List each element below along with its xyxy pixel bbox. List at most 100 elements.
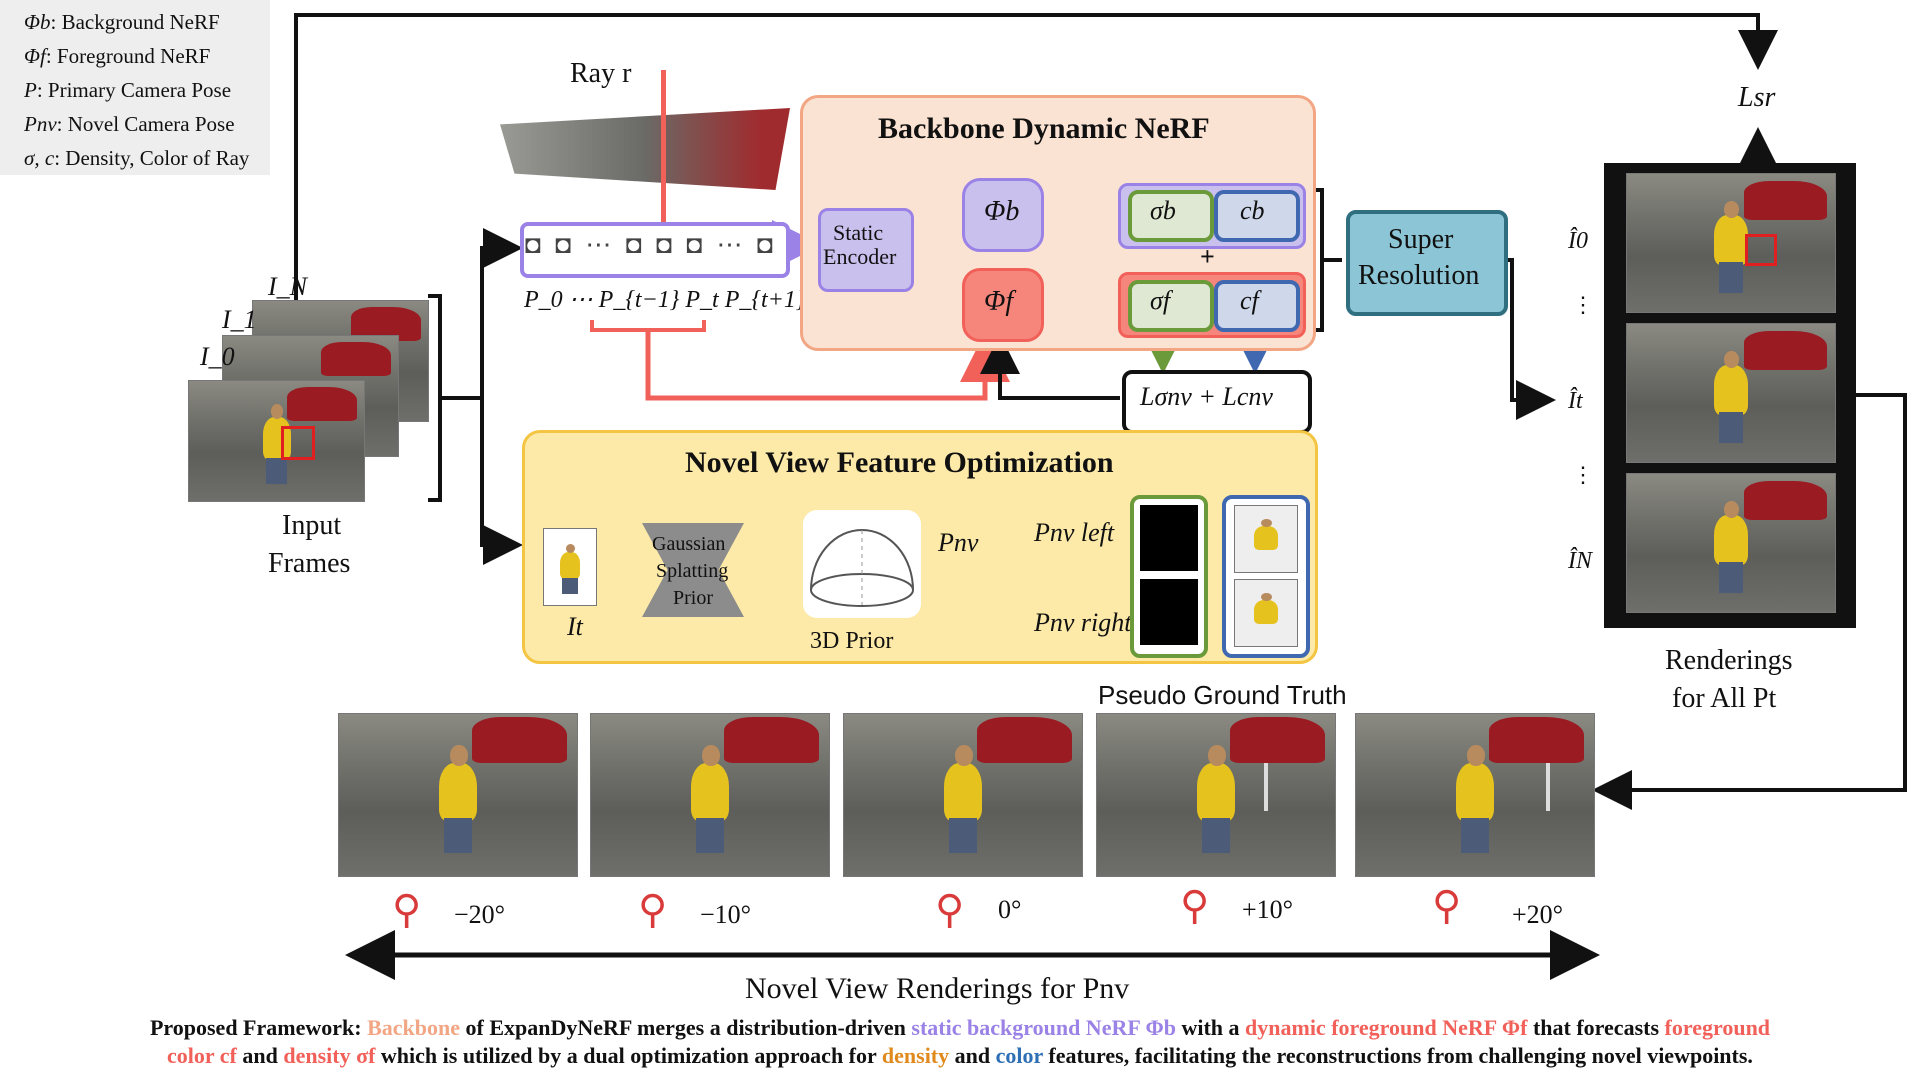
mask-left-image: [1140, 505, 1198, 571]
footer-segment: features, facilitating the reconstructio…: [1042, 1043, 1753, 1068]
rendering-label-0: Î0: [1568, 228, 1588, 254]
legend-panel: Φb: Background NeRF Φf: Foreground NeRF …: [0, 0, 270, 175]
novel-view-zero: [843, 713, 1083, 877]
camera-icon-zero: ⚲: [935, 887, 965, 932]
phi-f-label: Φf: [984, 286, 1014, 317]
rendering-label-vdots-1: ⋮: [1572, 292, 1594, 317]
footer-line-1: Proposed Framework: Backbone of ExpanDyN…: [0, 1015, 1920, 1041]
angle-plus20: +20°: [1512, 900, 1564, 929]
c-b-box: [1214, 190, 1300, 242]
sigma-f-label: σf: [1150, 286, 1171, 315]
3d-prior-box: [803, 510, 921, 618]
novel-view-plus20: [1355, 713, 1595, 877]
input-caption-line1: Input: [282, 510, 342, 541]
renderings-caption-line2: for All Pt: [1672, 683, 1777, 714]
footer-line-2: color cf and density σf which is utilize…: [0, 1043, 1920, 1069]
it-label: It: [567, 612, 583, 641]
it-image: [543, 528, 597, 606]
camera-icon-minus10: ⚲: [638, 887, 668, 932]
legend-item-p: P: Primary Camera Pose: [24, 78, 232, 102]
renderings-film-strip: [1604, 163, 1856, 628]
ray-label: Ray r: [570, 58, 632, 89]
footer-segment: Backbone: [367, 1015, 460, 1040]
input-caption-line2: Frames: [268, 548, 351, 579]
legend-item-phi-f: Φf: Foreground NeRF: [24, 44, 211, 68]
color-left-image: [1234, 505, 1298, 573]
c-b-label: cb: [1240, 196, 1265, 225]
legend-item-pnv: Pnv: Novel Camera Pose: [24, 112, 235, 136]
camera-icon-minus20: ⚲: [392, 887, 422, 932]
footer-segment: which is utilized by a dual optimization…: [375, 1043, 882, 1068]
footer-segment: dynamic foreground NeRF Φf: [1245, 1015, 1528, 1040]
mask-right-image: [1140, 579, 1198, 645]
legend-item-sigma-c: σ, c: Density, Color of Ray: [24, 146, 250, 170]
pnv-left-label: Pnv left: [1034, 518, 1115, 547]
static-encoder-label-1: Static: [833, 220, 884, 245]
footer-segment: Proposed Framework:: [149, 1015, 368, 1040]
static-encoder-box: [818, 208, 914, 292]
sigma-f-box: [1128, 280, 1214, 332]
footer-segment: with a: [1175, 1015, 1246, 1040]
camera-pose-strip: [520, 222, 790, 278]
angle-plus10: +10°: [1242, 895, 1294, 924]
phi-b-box: [962, 178, 1044, 252]
angle-zero: 0°: [998, 895, 1022, 924]
pnv-right-label: Pnv right: [1034, 608, 1132, 637]
gaussian-label-2: Splatting: [656, 560, 729, 582]
3d-prior-dome-icon: [810, 529, 914, 607]
novel-view-loss-box: [1122, 370, 1312, 434]
ray-line: [661, 70, 666, 230]
footer-segment: that forecasts: [1527, 1015, 1665, 1040]
footer-segment: density: [881, 1043, 950, 1068]
c-f-box: [1214, 280, 1300, 332]
color-right-image: [1234, 579, 1298, 647]
input-frame-0: [188, 380, 365, 502]
rendering-pixel-marker: [1745, 234, 1777, 266]
angle-minus20: −20°: [454, 900, 506, 929]
footer-segment: density σf: [283, 1043, 376, 1068]
sigma-b-label: σb: [1150, 196, 1176, 225]
backbone-title: Backbone Dynamic NeRF: [878, 112, 1210, 145]
pseudo-ground-truth-label: Pseudo Ground Truth: [1098, 680, 1347, 710]
static-encoder-label-2: Encoder: [823, 244, 897, 269]
rendering-label-t: Ît: [1568, 388, 1583, 414]
color-pseudo-gt-box: [1222, 495, 1310, 658]
rendering-n: [1626, 473, 1836, 613]
gaussian-label-1: Gaussian: [652, 533, 726, 555]
phi-b-label: Φb: [984, 196, 1020, 227]
novel-view-minus10: [590, 713, 830, 877]
footer-segment: foreground: [1664, 1015, 1771, 1040]
footer-segment: color cf: [167, 1043, 237, 1068]
super-resolution-label-1: Super: [1388, 224, 1454, 255]
footer-segment: static background NeRF Φb: [911, 1015, 1176, 1040]
label-i-1: I_1: [222, 305, 257, 334]
rendering-0: [1626, 173, 1836, 313]
super-resolution-box: [1346, 210, 1508, 316]
camera-icons-row: ◘ ◘ ⋯ ◘ ◘ ◘ ⋯ ◘: [525, 230, 777, 259]
plus-sign: +: [1200, 242, 1215, 271]
label-i-0: I_0: [200, 342, 235, 371]
sr-loss-label: Lsr: [1738, 82, 1776, 113]
novel-view-caption: Novel View Renderings for Pnv: [745, 972, 1130, 1005]
renderings-caption-line1: Renderings: [1665, 645, 1793, 676]
rendering-t: [1626, 323, 1836, 463]
sigma-b-box: [1128, 190, 1214, 242]
c-f-label: cf: [1240, 286, 1259, 315]
angle-minus10: −10°: [700, 900, 752, 929]
pnv-label: Pnv: [938, 528, 979, 557]
3d-prior-label: 3D Prior: [810, 628, 894, 654]
input-pixel-marker: [281, 426, 315, 460]
nvfo-title: Novel View Feature Optimization: [685, 446, 1114, 479]
phi-f-box: [962, 268, 1044, 342]
gaussian-label-3: Prior: [673, 587, 713, 609]
density-pseudo-gt-box: [1130, 495, 1208, 658]
footer-segment: of ExpanDyNeRF merges a distribution-dri…: [460, 1015, 912, 1040]
novel-view-minus20: [338, 713, 578, 877]
novel-view-plus10: [1096, 713, 1336, 877]
super-resolution-label-2: Resolution: [1358, 260, 1480, 291]
legend-item-phi-b: Φb: Background NeRF: [24, 10, 220, 34]
label-i-n: I_N: [268, 272, 307, 301]
rendering-label-vdots-2: ⋮: [1572, 462, 1594, 487]
rendering-label-n: ÎN: [1568, 548, 1592, 574]
footer-segment: and: [949, 1043, 996, 1068]
